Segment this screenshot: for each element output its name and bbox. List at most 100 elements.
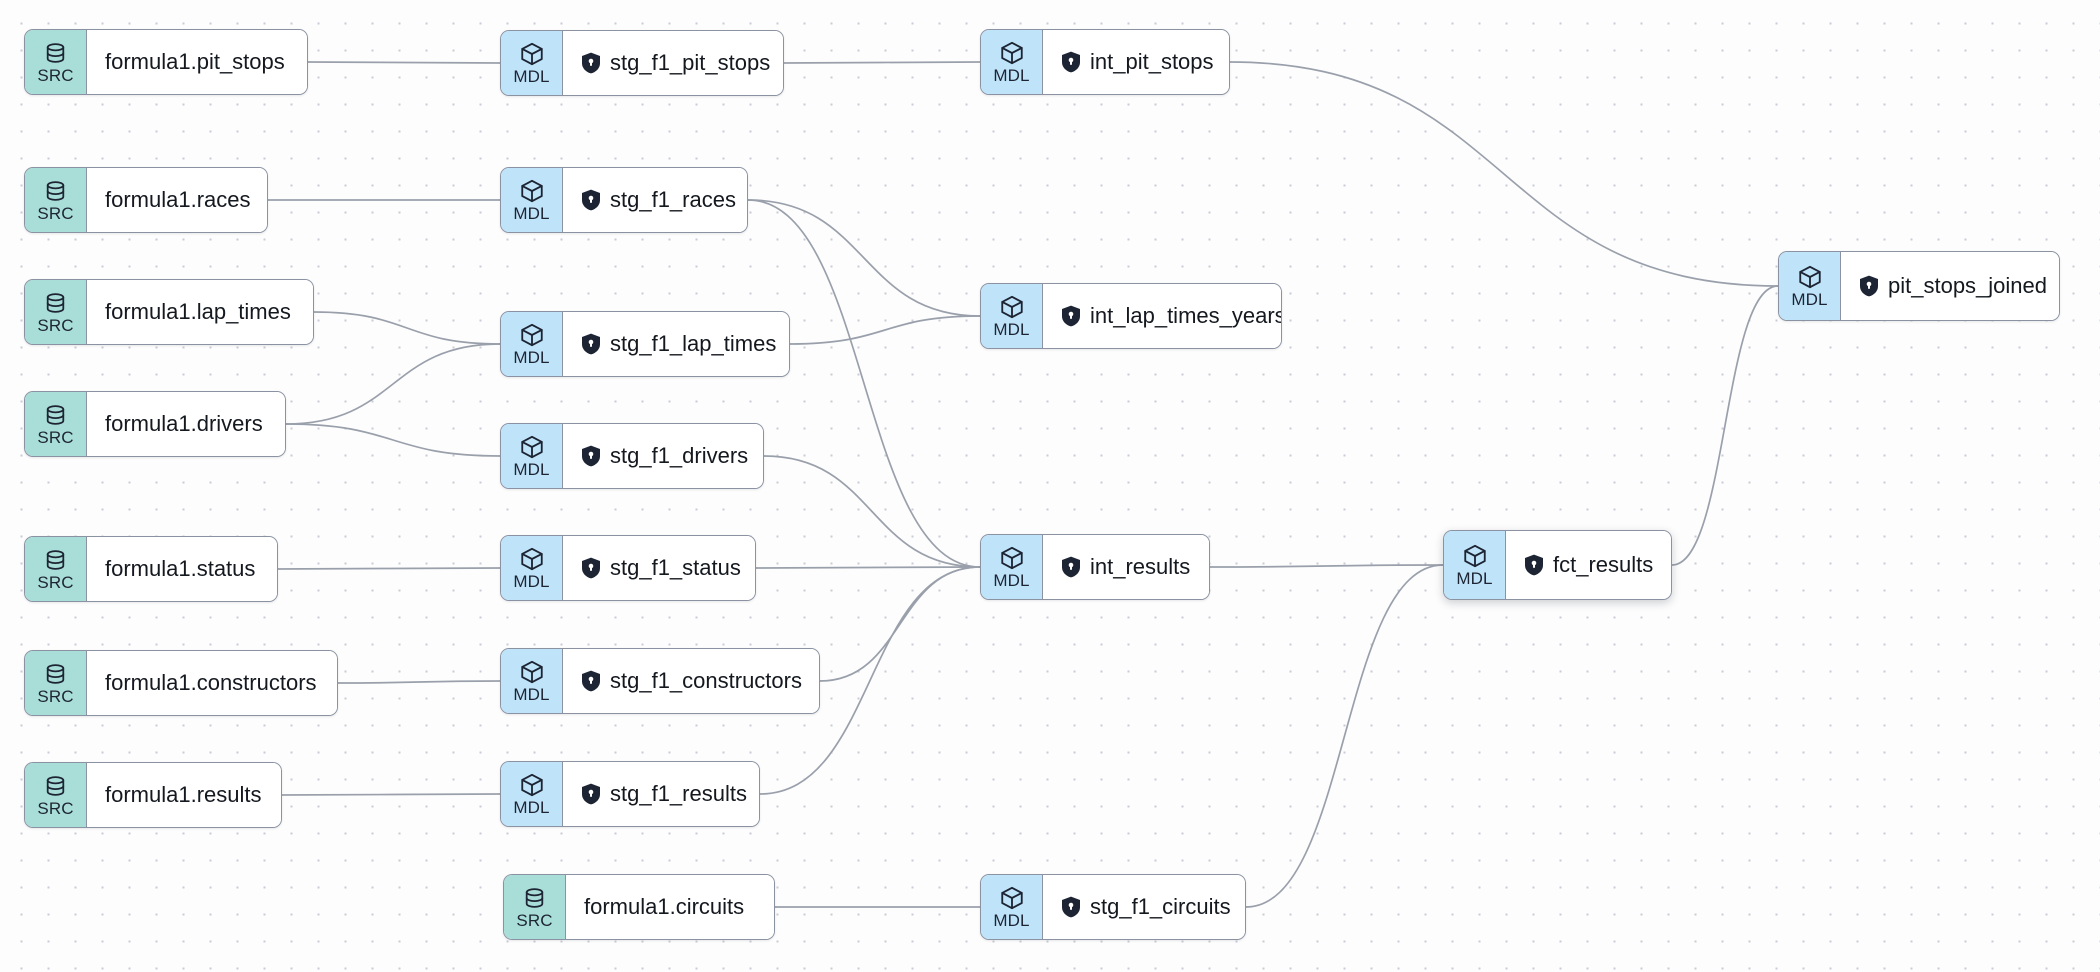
- database-icon: [522, 886, 547, 911]
- node-kind-label: MDL: [513, 460, 550, 479]
- node-fct_results[interactable]: MDL fct_results: [1443, 530, 1672, 600]
- node-label: stg_f1_circuits: [1090, 894, 1231, 919]
- node-kind-badge: SRC: [25, 392, 87, 456]
- node-body: stg_f1_results: [563, 762, 759, 826]
- node-label: int_lap_times_years: [1090, 303, 1282, 328]
- node-body: stg_f1_races: [563, 168, 747, 232]
- shield-lock-icon: [581, 189, 601, 211]
- shield-lock-icon: [1061, 305, 1081, 327]
- node-label: stg_f1_constructors: [610, 668, 802, 693]
- node-body: formula1.lap_times: [87, 280, 313, 344]
- node-src_drivers[interactable]: SRC formula1.drivers: [24, 391, 286, 457]
- node-kind-badge: MDL: [1444, 531, 1506, 599]
- node-stg_races[interactable]: MDL stg_f1_races: [500, 167, 748, 233]
- node-int_results[interactable]: MDL int_results: [980, 534, 1210, 600]
- node-label: stg_f1_drivers: [610, 443, 749, 468]
- node-body: formula1.drivers: [87, 392, 285, 456]
- node-label: formula1.pit_stops: [105, 49, 285, 74]
- node-stg_circuits[interactable]: MDL stg_f1_circuits: [980, 874, 1246, 940]
- node-body: formula1.constructors: [87, 651, 337, 715]
- node-kind-badge: SRC: [25, 763, 87, 827]
- cube-icon: [999, 885, 1025, 911]
- node-body: stg_f1_pit_stops: [563, 31, 783, 95]
- shield-lock-icon: [1859, 275, 1879, 297]
- cube-icon: [1797, 264, 1823, 290]
- node-body: pit_stops_joined: [1841, 252, 2059, 320]
- node-body: stg_f1_lap_times: [563, 312, 789, 376]
- edge-int_results-to-fct_results: [1209, 564, 1444, 568]
- node-kind-badge: SRC: [25, 651, 87, 715]
- node-src_races[interactable]: SRC formula1.races: [24, 167, 268, 233]
- database-icon: [43, 179, 68, 204]
- cube-icon: [519, 322, 545, 348]
- node-kind-label: MDL: [1456, 569, 1493, 588]
- edge-stg_pit_stops-to-int_pit_stops: [783, 61, 981, 64]
- node-src_lap_times[interactable]: SRC formula1.lap_times: [24, 279, 314, 345]
- node-kind-label: SRC: [37, 427, 74, 447]
- node-stg_drivers[interactable]: MDL stg_f1_drivers: [500, 423, 764, 489]
- edge-src_drivers-to-stg_lap_times: [285, 343, 501, 425]
- node-body: formula1.pit_stops: [87, 30, 307, 94]
- node-body: int_lap_times_years: [1043, 284, 1281, 348]
- cube-icon: [519, 434, 545, 460]
- node-label: stg_f1_pit_stops: [610, 50, 771, 75]
- edge-int_pit_stops-to-pit_stops_joined: [1229, 61, 1779, 287]
- node-stg_pit_stops[interactable]: MDL stg_f1_pit_stops: [500, 30, 784, 96]
- node-stg_lap_times[interactable]: MDL stg_f1_lap_times: [500, 311, 790, 377]
- node-label: stg_f1_races: [610, 187, 736, 212]
- node-kind-badge: SRC: [25, 537, 87, 601]
- node-kind-label: SRC: [37, 798, 74, 818]
- edge-src_pit_stops-to-stg_pit_stops: [307, 61, 501, 64]
- node-kind-badge: SRC: [25, 280, 87, 344]
- node-src_results[interactable]: SRC formula1.results: [24, 762, 282, 828]
- node-body: stg_f1_constructors: [563, 649, 819, 713]
- edge-src_status-to-stg_status: [277, 567, 501, 570]
- edge-stg_status-to-int_results: [755, 566, 981, 569]
- node-kind-badge: MDL: [981, 875, 1043, 939]
- node-body: formula1.results: [87, 763, 281, 827]
- node-kind-label: MDL: [513, 204, 550, 223]
- node-src_constructors[interactable]: SRC formula1.constructors: [24, 650, 338, 716]
- node-label: formula1.constructors: [105, 670, 317, 695]
- edge-src_drivers-to-stg_drivers: [285, 423, 501, 457]
- node-kind-badge: MDL: [501, 312, 563, 376]
- node-kind-badge: MDL: [1779, 252, 1841, 320]
- node-body: formula1.races: [87, 168, 267, 232]
- node-label: int_results: [1090, 554, 1191, 579]
- shield-lock-icon: [1524, 554, 1544, 576]
- node-kind-label: SRC: [37, 203, 74, 223]
- node-stg_results[interactable]: MDL stg_f1_results: [500, 761, 760, 827]
- edge-stg_lap_times-to-int_lap_times_years: [789, 315, 981, 345]
- node-kind-label: MDL: [993, 911, 1030, 930]
- database-icon: [43, 41, 68, 66]
- node-kind-label: MDL: [513, 67, 550, 86]
- node-label: stg_f1_lap_times: [610, 331, 777, 356]
- cube-icon: [999, 40, 1025, 66]
- node-label: formula1.circuits: [584, 894, 745, 919]
- node-kind-badge: MDL: [501, 536, 563, 600]
- node-src_circuits[interactable]: SRC formula1.circuits: [503, 874, 775, 940]
- node-kind-label: SRC: [37, 315, 74, 335]
- node-kind-label: MDL: [513, 798, 550, 817]
- node-body: int_pit_stops: [1043, 30, 1229, 94]
- node-kind-badge: MDL: [981, 535, 1043, 599]
- cube-icon: [519, 41, 545, 67]
- edge-stg_races-to-int_results: [747, 199, 981, 568]
- edge-stg_races-to-int_lap_times_years: [747, 199, 981, 317]
- node-label: formula1.races: [105, 187, 251, 212]
- shield-lock-icon: [581, 52, 601, 74]
- cube-icon: [999, 294, 1025, 320]
- node-label: fct_results: [1553, 552, 1654, 577]
- node-body: formula1.circuits: [566, 875, 774, 939]
- edge-stg_drivers-to-int_results: [763, 455, 981, 568]
- node-kind-label: SRC: [516, 910, 553, 930]
